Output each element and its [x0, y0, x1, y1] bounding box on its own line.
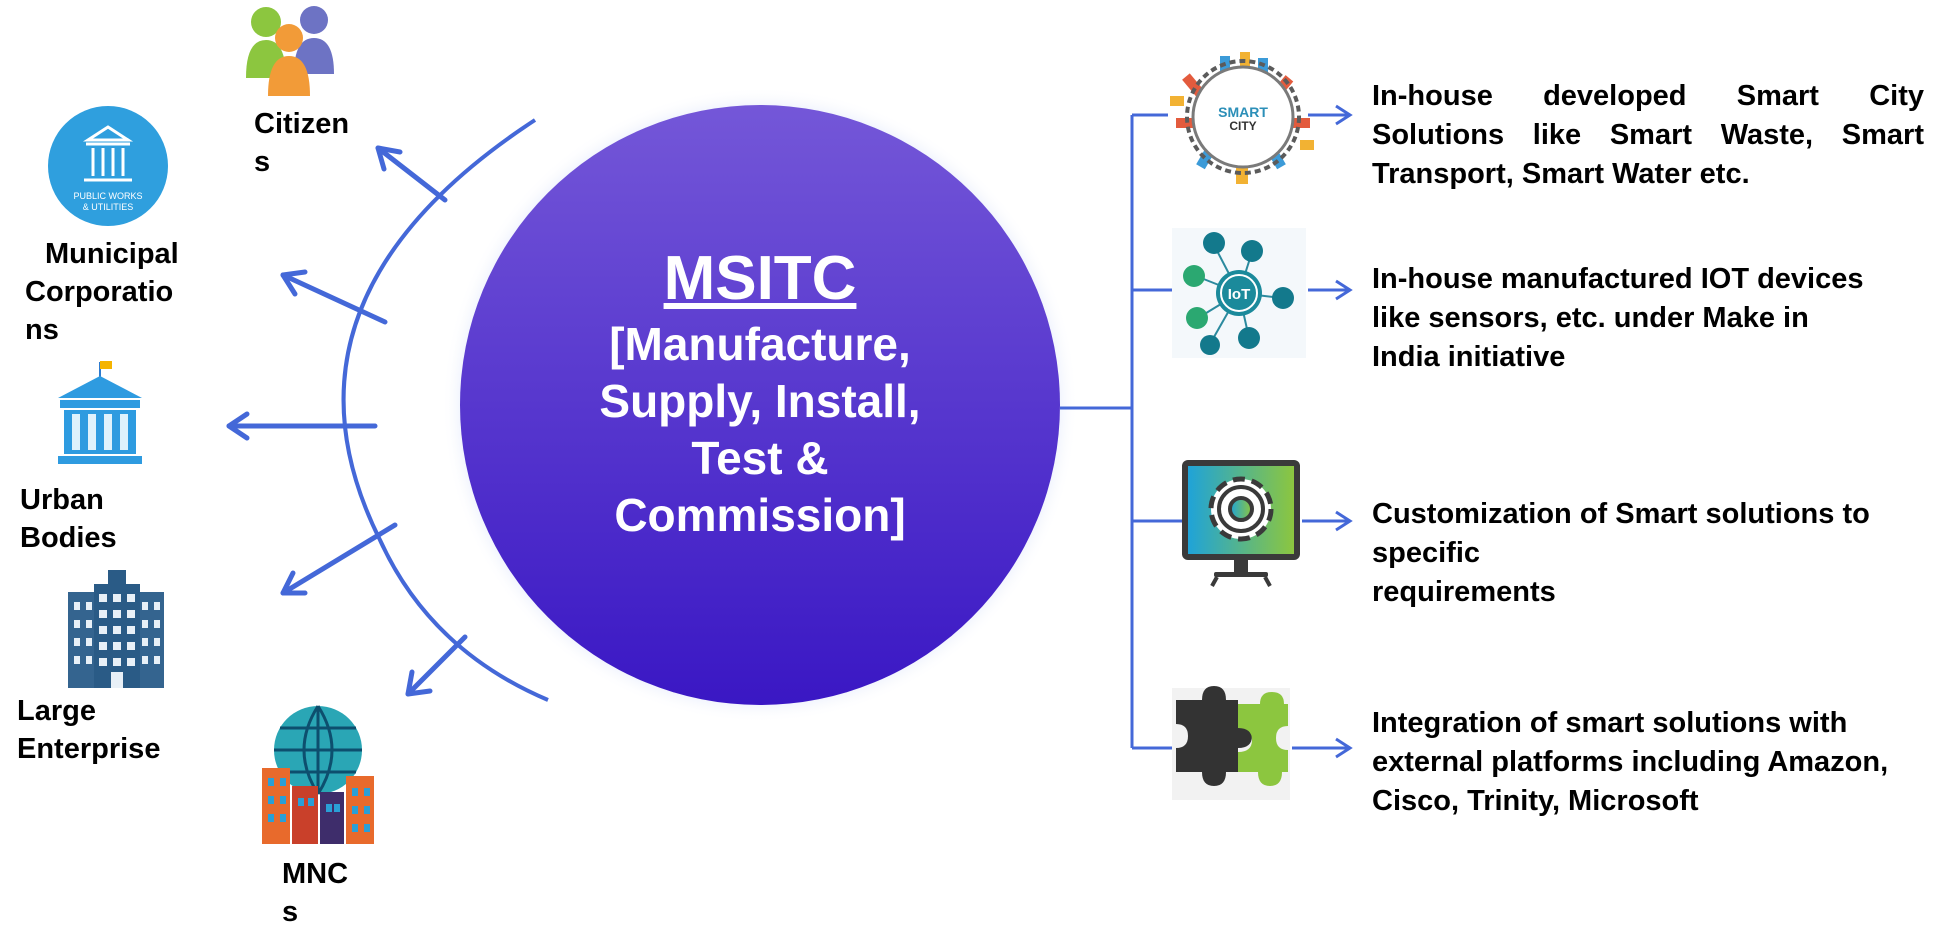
- stakeholder-label-line: Municipal: [45, 238, 179, 270]
- stakeholder-label-citizens: Citizen s: [254, 105, 349, 181]
- offering-smart-city-text: In-house developed Smart City Solutions …: [1372, 77, 1924, 194]
- stakeholder-label-line: MNC: [282, 858, 349, 890]
- stakeholder-label-line: s: [254, 146, 271, 178]
- monitor-gear-icon: [1182, 460, 1300, 587]
- office-building-icon: [68, 570, 164, 688]
- offering-customization-text: Customization of Smart solutions to spec…: [1372, 495, 1870, 612]
- stakeholder-label-line: Citizen: [254, 108, 350, 140]
- stakeholder-arrows: [226, 145, 468, 697]
- iot-icon-text: IoT: [1228, 286, 1251, 303]
- offering-line: requirements: [1372, 576, 1556, 608]
- public-works-icon-text-1: PUBLIC WORKS: [73, 191, 142, 201]
- smart-city-icon-text-2: CITY: [1229, 119, 1256, 133]
- offering-connectors: [1060, 104, 1353, 759]
- offering-line: In-house manufactured IOT devices: [1372, 263, 1864, 295]
- center-title: MSITC: [663, 244, 857, 313]
- stakeholder-label-line: Urban: [20, 484, 104, 516]
- left-arc: [341, 118, 549, 702]
- center-subtitle-line-2: Supply, Install,: [599, 375, 921, 427]
- center-circle: [442, 87, 1078, 723]
- stakeholder-label-line: s: [282, 896, 299, 928]
- offering-line: Integration of smart solutions with: [1372, 707, 1848, 739]
- offering-line: Customization of Smart solutions to: [1372, 498, 1870, 530]
- public-works-icon: PUBLIC WORKS & UTILITIES: [48, 106, 168, 226]
- offering-line: specific: [1372, 537, 1480, 569]
- center-subtitle-line-1: [Manufacture,: [609, 318, 911, 370]
- iot-network-icon: IoT: [1172, 228, 1306, 358]
- offering-line: Transport, Smart Water etc.: [1372, 158, 1750, 190]
- stakeholder-label-municipal: Municipal Corporatio ns: [25, 235, 179, 349]
- arrow-citizens: [375, 145, 448, 203]
- center-text: MSITC [Manufacture, Supply, Install, Tes…: [560, 242, 960, 544]
- arrow-municipal: [280, 272, 388, 325]
- offering-line: In-house developed Smart City: [1372, 80, 1924, 112]
- stakeholder-label-line: Enterprise: [17, 733, 161, 765]
- stakeholder-label-line: Corporatio: [25, 276, 174, 308]
- center-subtitle-line-3: Test &: [691, 432, 829, 484]
- globe-city-icon: [262, 705, 374, 844]
- government-building-icon: [58, 361, 142, 464]
- stakeholder-label-mnc: MNC s: [282, 855, 348, 931]
- offering-line: external platforms including Amazon,: [1372, 746, 1889, 778]
- center-subtitle-line-4: Commission]: [614, 489, 906, 541]
- offering-line: India initiative: [1372, 341, 1566, 373]
- stakeholder-label-line: ns: [25, 314, 59, 346]
- smart-city-icon-text-1: SMART: [1218, 104, 1268, 120]
- arrow-mnc: [405, 634, 468, 697]
- offering-integration-text: Integration of smart solutions with exte…: [1372, 704, 1888, 821]
- smart-city-icon: SMART CITY: [1170, 52, 1314, 184]
- puzzle-icon: [1172, 686, 1290, 800]
- offering-line: like sensors, etc. under Make in: [1372, 302, 1809, 334]
- offering-iot-text: In-house manufactured IOT devices like s…: [1372, 260, 1864, 377]
- stakeholder-label-line: Large: [17, 695, 96, 727]
- stakeholder-label-urban: Urban Bodies: [20, 481, 117, 557]
- public-works-icon-text-2: & UTILITIES: [83, 202, 134, 212]
- offering-line: Cisco, Trinity, Microsoft: [1372, 785, 1699, 817]
- arrow-enterprise: [280, 522, 398, 596]
- stakeholder-label-enterprise: Large Enterprise: [17, 692, 160, 768]
- people-icon: [246, 6, 334, 96]
- stakeholder-label-line: Bodies: [20, 522, 117, 554]
- offering-line: Solutions like Smart Waste, Smart: [1372, 119, 1924, 151]
